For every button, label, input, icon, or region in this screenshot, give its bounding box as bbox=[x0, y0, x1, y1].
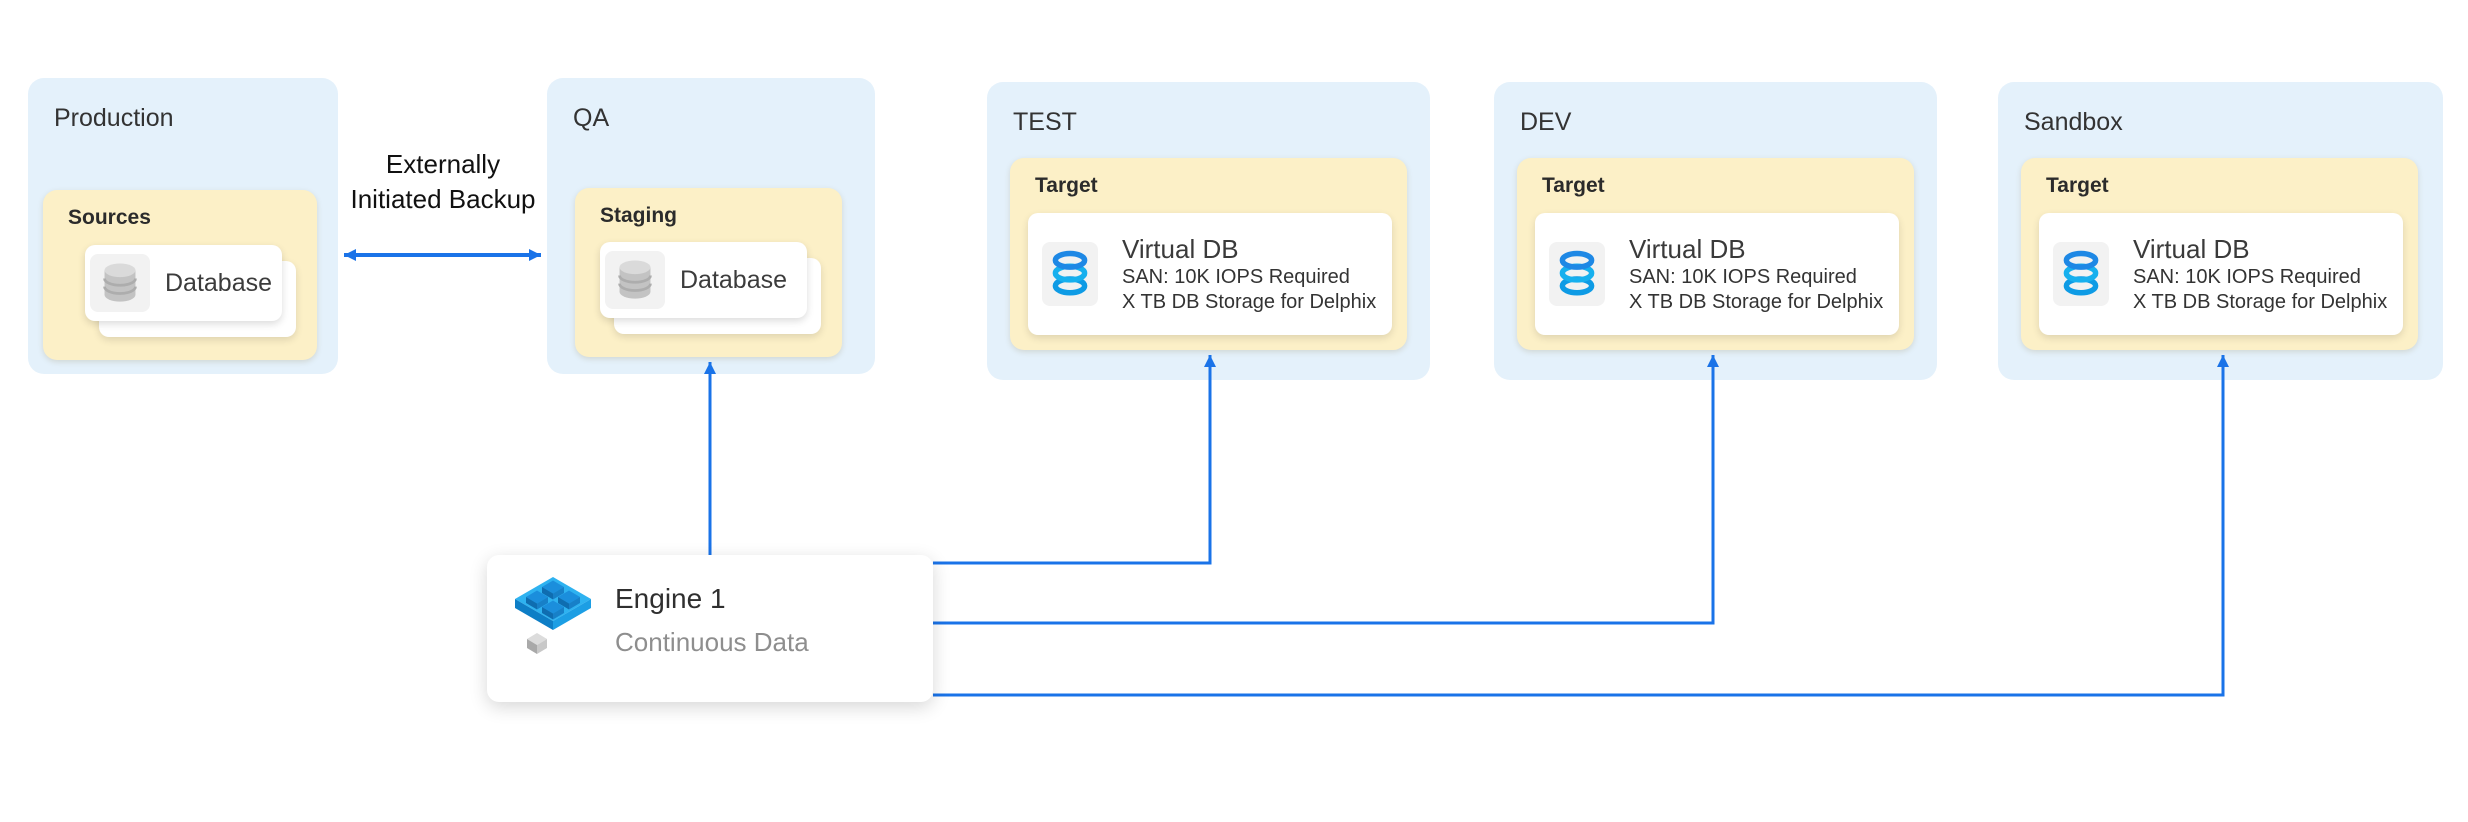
group-box-sources: Sources Database bbox=[43, 190, 317, 360]
group-box-target-test: Target Virtual DB SAN: 10K IOPS Required… bbox=[1010, 158, 1407, 350]
env-label-dev: DEV bbox=[1520, 108, 1572, 136]
virtual-db-text: Virtual DB SAN: 10K IOPS Required X TB D… bbox=[1629, 233, 1883, 315]
group-box-target-sandbox: Target Virtual DB SAN: 10K IOPS Required… bbox=[2021, 158, 2418, 350]
env-box-production: Production Sources Database bbox=[28, 78, 338, 374]
virtual-db-card: Virtual DB SAN: 10K IOPS Required X TB D… bbox=[1028, 213, 1392, 335]
virtual-db-text: Virtual DB SAN: 10K IOPS Required X TB D… bbox=[2133, 233, 2387, 315]
arrow-engine-to-sandbox-target bbox=[933, 355, 2229, 697]
env-label-test: TEST bbox=[1013, 108, 1077, 136]
virtual-db-icon bbox=[1052, 250, 1088, 296]
backup-label: Externally Initiated Backup bbox=[350, 149, 536, 214]
engine-blocks-icon bbox=[515, 577, 591, 654]
virtual-db-san-line: SAN: 10K IOPS Required bbox=[1629, 266, 1857, 288]
env-label-qa: QA bbox=[573, 104, 610, 132]
virtual-db-title: Virtual DB bbox=[1629, 234, 1746, 264]
virtual-db-san-line: SAN: 10K IOPS Required bbox=[1122, 266, 1350, 288]
icon-tile bbox=[90, 254, 150, 312]
group-label-target: Target bbox=[2046, 174, 2109, 197]
database-cylinder-icon bbox=[618, 260, 652, 299]
virtual-db-storage-line: X TB DB Storage for Delphix bbox=[1122, 291, 1377, 313]
database-card: Database bbox=[600, 242, 807, 318]
database-card-label: Database bbox=[680, 265, 788, 294]
env-box-test: TEST Target Virtual DB SAN: 10K IOPS Req… bbox=[987, 82, 1430, 380]
virtual-db-icon bbox=[2063, 250, 2099, 296]
database-card-stack: Database bbox=[600, 242, 821, 334]
virtual-db-icon bbox=[1559, 250, 1595, 296]
virtual-db-card: Virtual DB SAN: 10K IOPS Required X TB D… bbox=[2039, 213, 2403, 335]
env-label-sandbox: Sandbox bbox=[2024, 108, 2123, 136]
env-box-dev: DEV Target Virtual DB SAN: 10K IOPS Requ… bbox=[1494, 82, 1937, 380]
env-label-production: Production bbox=[54, 104, 174, 132]
group-label-target: Target bbox=[1542, 174, 1605, 197]
virtual-db-text: Virtual DB SAN: 10K IOPS Required X TB D… bbox=[1122, 233, 1376, 315]
engine-subtitle: Continuous Data bbox=[615, 627, 809, 657]
database-card-stack: Database bbox=[85, 245, 296, 337]
arrow-engine-to-dev-target bbox=[933, 355, 1719, 625]
env-box-qa: QA Staging Database bbox=[547, 78, 875, 374]
database-card-label: Database bbox=[165, 268, 273, 297]
group-label-target: Target bbox=[1035, 174, 1098, 197]
group-label-sources: Sources bbox=[68, 206, 151, 229]
icon-tile bbox=[605, 251, 665, 309]
virtual-db-card: Virtual DB SAN: 10K IOPS Required X TB D… bbox=[1535, 213, 1899, 335]
icon-tile bbox=[1042, 242, 1098, 306]
engine-text: Engine 1 Continuous Data bbox=[615, 583, 809, 658]
group-box-staging: Staging Database bbox=[575, 188, 842, 357]
env-box-sandbox: Sandbox Target Virtual DB SAN: 10K IOPS … bbox=[1998, 82, 2443, 380]
virtual-db-storage-line: X TB DB Storage for Delphix bbox=[2133, 291, 2388, 313]
group-box-target-dev: Target Virtual DB SAN: 10K IOPS Required… bbox=[1517, 158, 1914, 350]
virtual-db-san-line: SAN: 10K IOPS Required bbox=[2133, 266, 2361, 288]
virtual-db-storage-line: X TB DB Storage for Delphix bbox=[1629, 291, 1884, 313]
icon-tile bbox=[1549, 242, 1605, 306]
icon-tile bbox=[2053, 242, 2109, 306]
database-cylinder-icon bbox=[103, 263, 137, 302]
database-card: Database bbox=[85, 245, 282, 321]
virtual-db-title: Virtual DB bbox=[2133, 234, 2250, 264]
engine-title: Engine 1 bbox=[615, 583, 726, 614]
arrow-engine-to-test-target bbox=[933, 355, 1216, 565]
virtual-db-title: Virtual DB bbox=[1122, 234, 1239, 264]
engine-card: Engine 1 Continuous Data bbox=[487, 555, 933, 702]
group-label-staging: Staging bbox=[600, 204, 677, 227]
